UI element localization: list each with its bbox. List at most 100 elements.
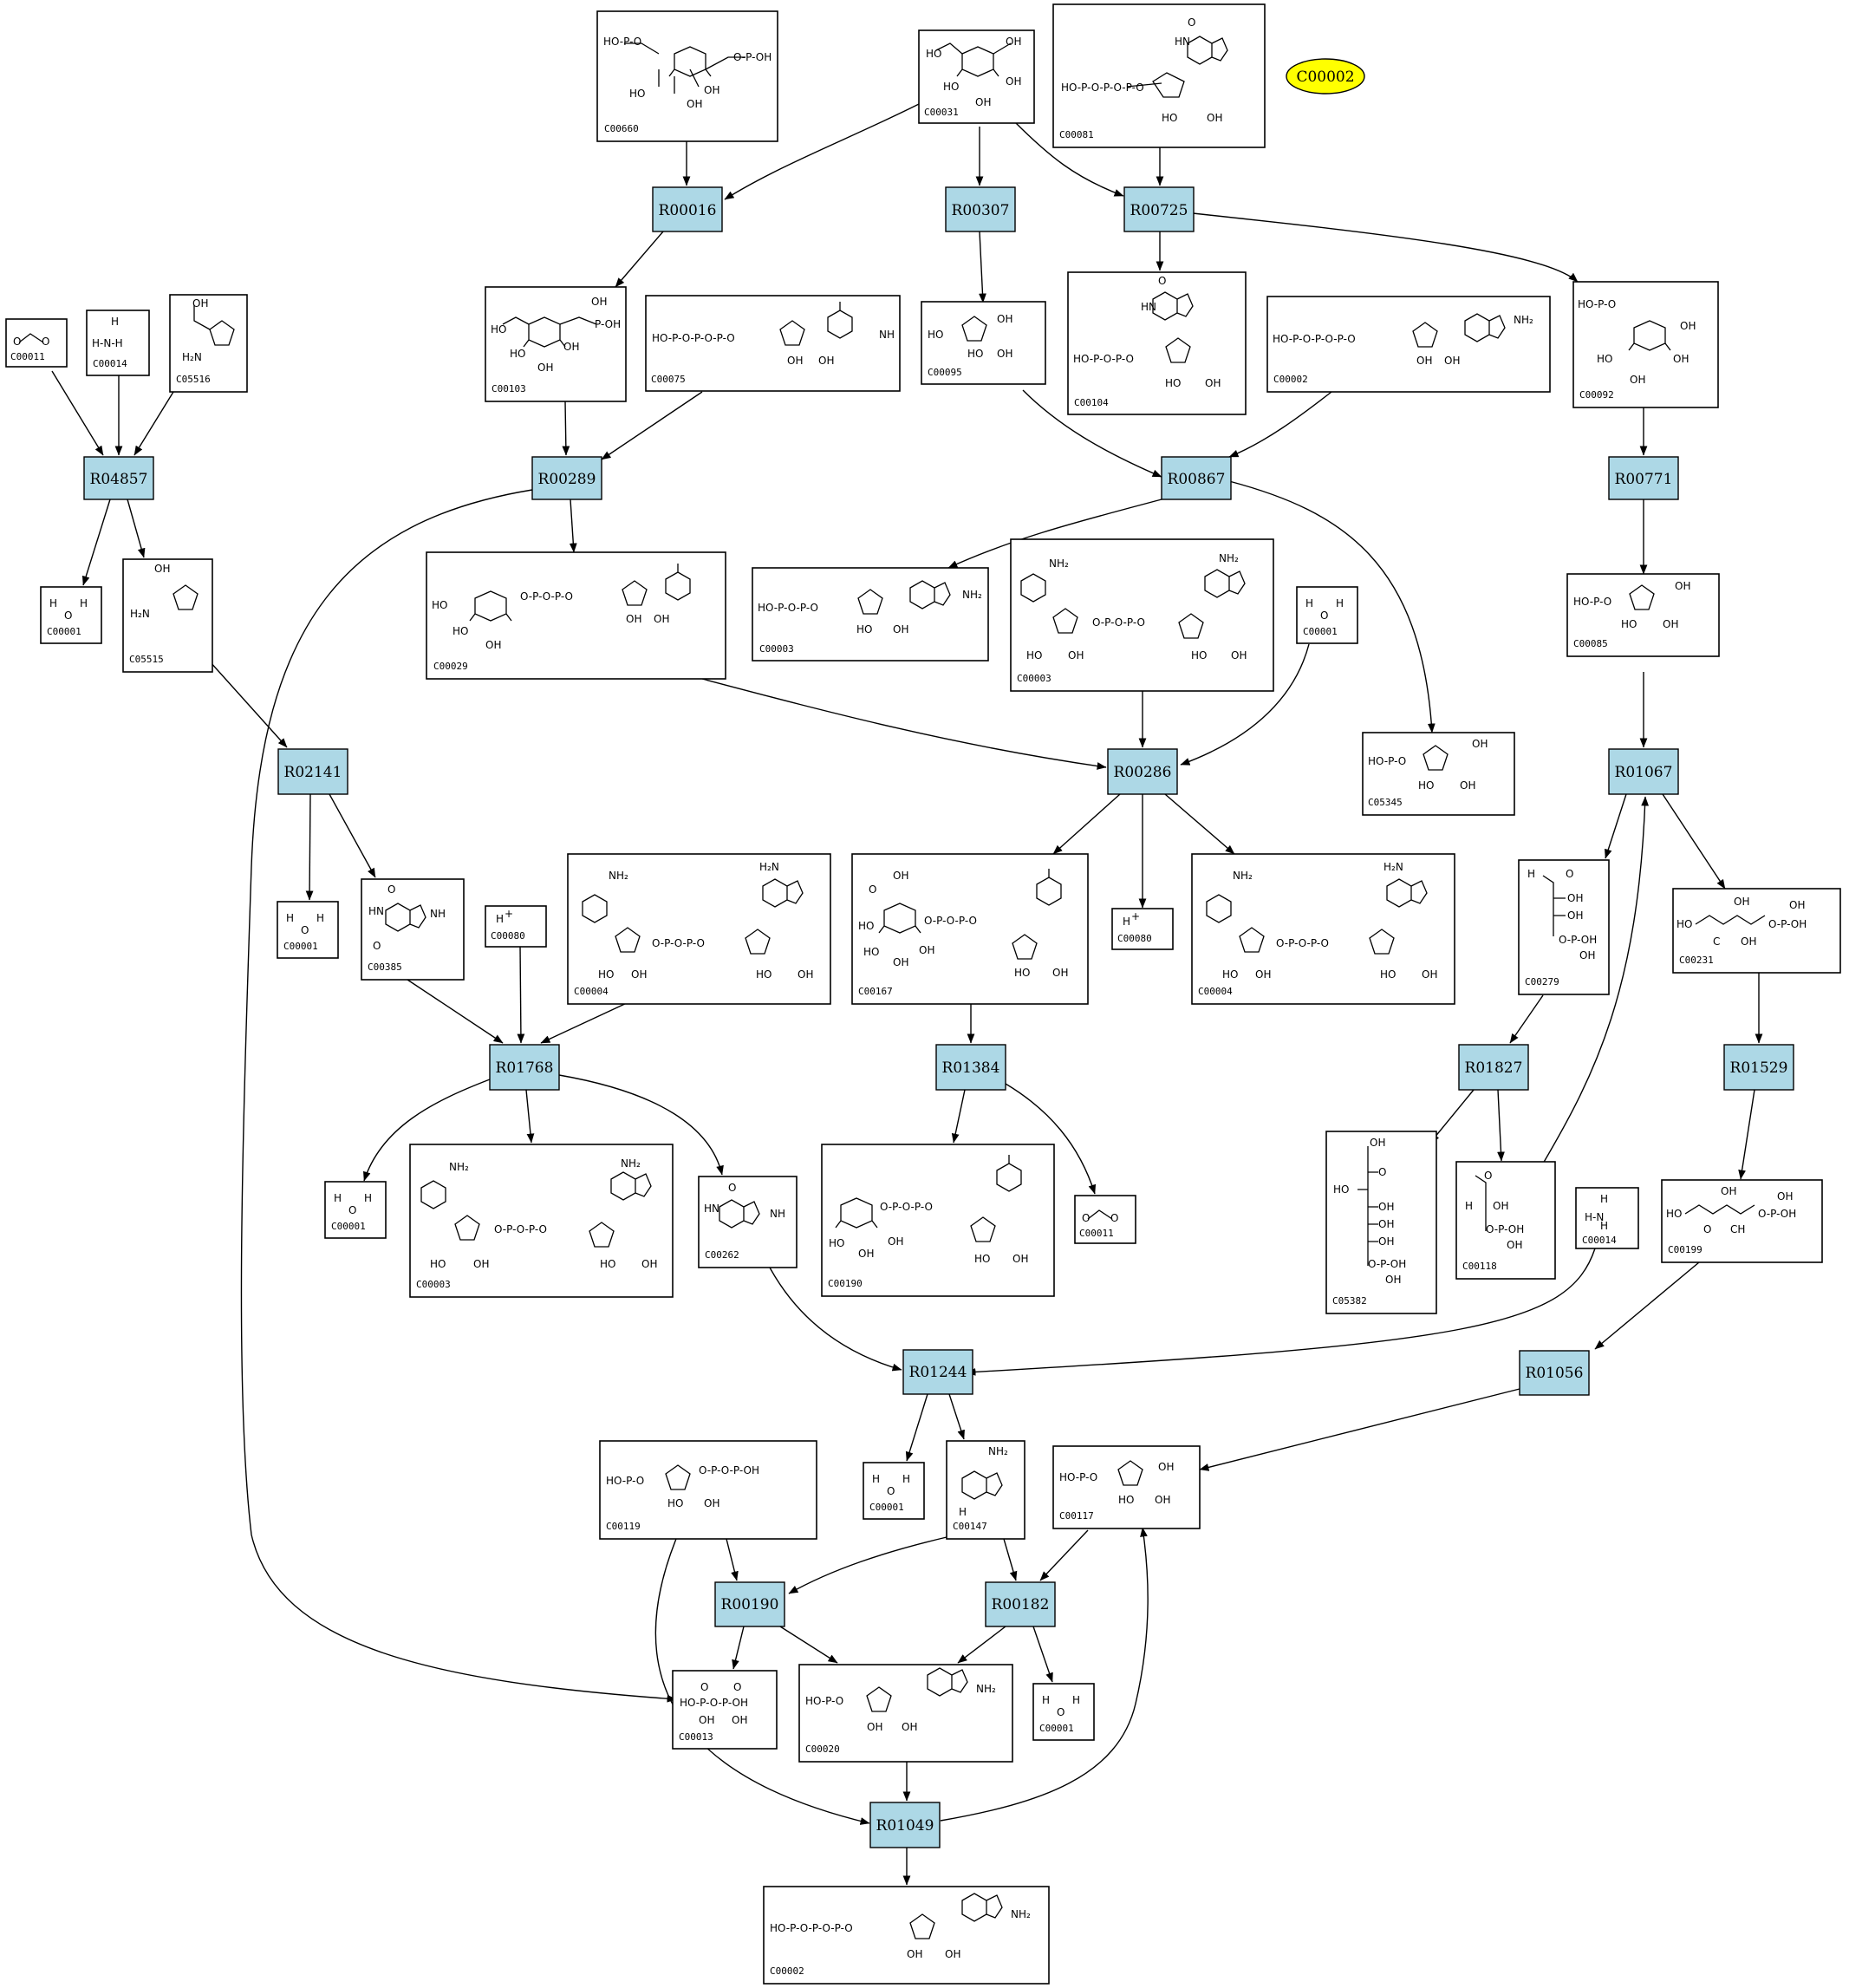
edge — [1605, 793, 1627, 859]
svg-text:OH: OH — [1378, 1218, 1394, 1230]
compound-C00014[interactable]: HH-N-H C00014 — [86, 310, 150, 376]
reaction-R04857[interactable]: R04857 — [83, 456, 154, 500]
compound-label: C00080 — [491, 930, 525, 942]
compound-C00001[interactable]: HOH C00001 — [863, 1462, 925, 1520]
compound-C00001[interactable]: HOH C00001 — [324, 1181, 387, 1239]
svg-text:H: H — [1042, 1694, 1050, 1706]
svg-text:HO: HO — [1222, 968, 1238, 981]
compound-C00001[interactable]: HOH C00001 — [1032, 1683, 1095, 1741]
compound-C00080[interactable]: H+ C00080 — [485, 905, 547, 948]
reaction-label: R01768 — [496, 1059, 554, 1077]
reaction-R00289[interactable]: R00289 — [531, 456, 602, 500]
reaction-R01244[interactable]: R01244 — [902, 1349, 973, 1395]
svg-text:O: O — [373, 940, 381, 952]
svg-text:P-OH: P-OH — [595, 318, 621, 330]
reaction-R01049[interactable]: R01049 — [869, 1802, 941, 1848]
svg-text:H: H — [872, 1473, 880, 1485]
reaction-R00190[interactable]: R00190 — [714, 1581, 785, 1627]
compound-C00001[interactable]: HOH C00001 — [1296, 586, 1358, 644]
svg-text:O-P-OH: O-P-OH — [1559, 934, 1597, 946]
compound-C00385[interactable]: OHN ONH C00385 — [361, 878, 465, 981]
svg-text:OH: OH — [192, 297, 208, 310]
svg-text:HO: HO — [1162, 112, 1177, 124]
reaction-R01384[interactable]: R01384 — [935, 1044, 1006, 1091]
compound-label: C00279 — [1525, 976, 1559, 987]
compound-C00262[interactable]: OHN NH C00262 — [698, 1176, 798, 1268]
reaction-R01827[interactable]: R01827 — [1458, 1044, 1529, 1091]
compound-C00001[interactable]: HOH C00001 — [277, 901, 339, 959]
svg-text:HO: HO — [943, 81, 959, 93]
svg-text:HO-P-O: HO-P-O — [805, 1695, 843, 1707]
reaction-R01529[interactable]: R01529 — [1723, 1044, 1794, 1091]
svg-text:NH₂: NH₂ — [1514, 314, 1533, 326]
svg-text:HO-P-O: HO-P-O — [603, 36, 641, 48]
reaction-R00771[interactable]: R00771 — [1608, 456, 1679, 500]
compound-C00014[interactable]: HH-NH C00014 — [1575, 1187, 1639, 1249]
svg-text:OH: OH — [704, 1497, 719, 1509]
reaction-R00867[interactable]: R00867 — [1161, 456, 1232, 500]
svg-text:HO-P-O-P-O-P-O: HO-P-O-P-O-P-O — [652, 332, 735, 344]
svg-text:OH: OH — [858, 1248, 874, 1260]
svg-text:H: H — [1072, 1694, 1080, 1706]
compound-C00080[interactable]: H+ C00080 — [1111, 908, 1174, 950]
compound-label: C00119 — [606, 1521, 641, 1532]
svg-text:OH: OH — [485, 639, 501, 651]
reaction-R00286[interactable]: R00286 — [1107, 748, 1178, 795]
svg-text:O: O — [1703, 1223, 1711, 1235]
svg-text:O: O — [1188, 16, 1195, 29]
svg-text:H: H — [1600, 1220, 1608, 1232]
reaction-R01067[interactable]: R01067 — [1608, 748, 1679, 795]
highlight-C00002[interactable]: C00002 — [1286, 58, 1365, 95]
edge — [517, 944, 525, 1044]
reaction-R00016[interactable]: R00016 — [652, 186, 723, 232]
svg-text:OH: OH — [1378, 1235, 1394, 1248]
compound-label: C00031 — [924, 107, 959, 118]
reaction-R00182[interactable]: R00182 — [985, 1581, 1056, 1627]
svg-text:OH: OH — [1567, 892, 1583, 904]
reaction-R00725[interactable]: R00725 — [1123, 186, 1195, 232]
reaction-R02141[interactable]: R02141 — [277, 748, 348, 795]
compound-label: C00081 — [1059, 129, 1094, 140]
reaction-R01056[interactable]: R01056 — [1519, 1350, 1590, 1396]
edge — [732, 1626, 745, 1670]
edge — [947, 499, 1162, 569]
svg-text:O: O — [1484, 1170, 1492, 1182]
reaction-R00307[interactable]: R00307 — [945, 186, 1016, 232]
compound-C00001[interactable]: HOH C00001 — [40, 586, 102, 644]
reaction-R01768[interactable]: R01768 — [489, 1044, 560, 1091]
